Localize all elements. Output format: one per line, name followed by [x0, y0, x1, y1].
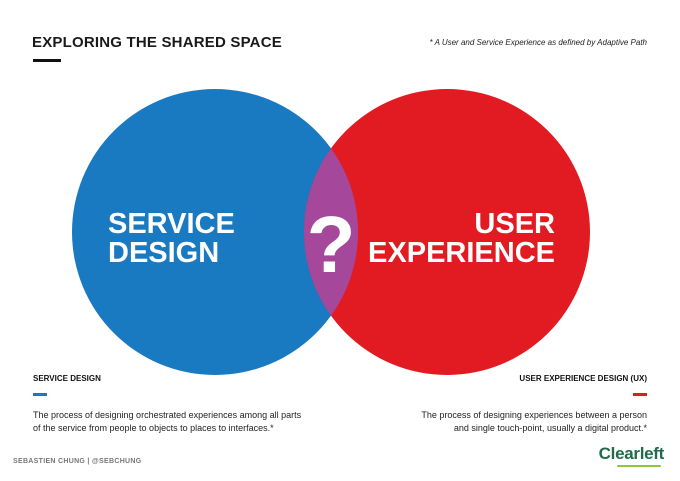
service-design-label-line1: SERVICE — [108, 208, 235, 240]
service-design-underline — [33, 393, 47, 396]
footnote: * A User and Service Experience as defin… — [429, 38, 647, 47]
clearleft-logo: Clearleft — [598, 444, 665, 463]
ux-design-heading: USER EXPERIENCE DESIGN (UX) — [519, 374, 647, 383]
user-experience-label-line2: EXPERIENCE — [368, 237, 555, 269]
page-title: EXPLORING THE SHARED SPACE — [32, 34, 282, 51]
logo-accent-line — [617, 465, 661, 467]
user-experience-circle — [304, 89, 590, 375]
service-design-label-line2: DESIGN — [108, 237, 219, 269]
service-design-description: The process of designing orchestrated ex… — [33, 409, 301, 435]
ux-design-description-line2: and single touch-point, usually a digita… — [453, 423, 647, 433]
service-design-description-line1: The process of designing orchestrated ex… — [33, 410, 302, 420]
author-credit: SEBASTIEN CHUNG | @SEBCHUNG — [13, 458, 142, 465]
ux-design-underline — [633, 393, 647, 396]
service-design-heading: SERVICE DESIGN — [33, 374, 101, 383]
title-underline — [33, 59, 61, 62]
service-design-circle — [72, 89, 358, 375]
user-experience-label-line1: USER — [474, 208, 555, 240]
service-design-description-line2: of the service from people to objects to… — [33, 423, 274, 433]
ux-design-description: The process of designing experiences bet… — [421, 409, 647, 435]
question-mark-label: ? — [307, 200, 356, 289]
ux-design-description-line1: The process of designing experiences bet… — [421, 410, 647, 420]
